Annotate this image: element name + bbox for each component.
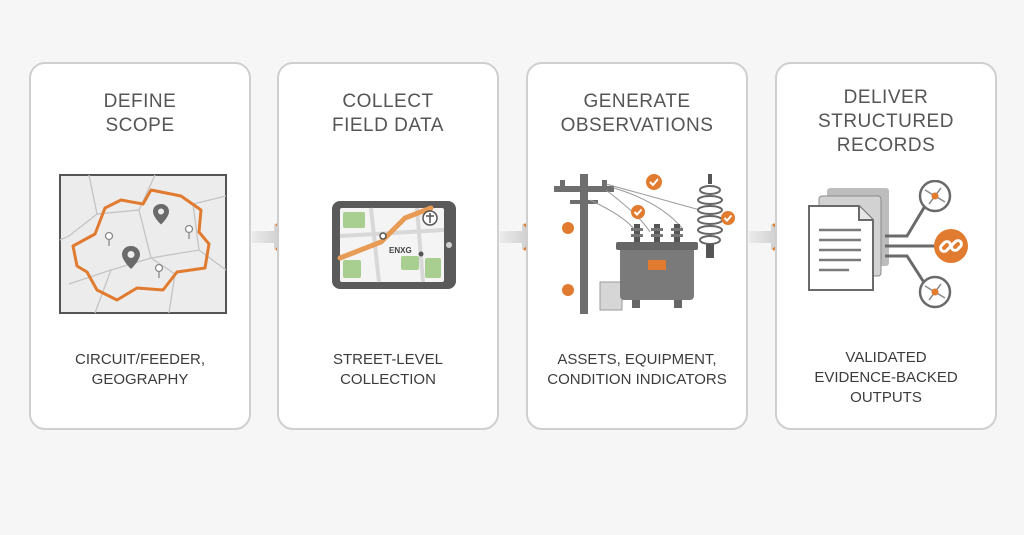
step-title: GENERATE OBSERVATIONS <box>528 90 746 138</box>
step-card-generate-observations: GENERATE OBSERVATIONS <box>526 62 748 430</box>
step-title: DEFINE SCOPE <box>31 90 249 138</box>
linked-records-icon <box>808 180 968 309</box>
step-title-line: SCOPE <box>105 115 175 136</box>
step-title-line: OBSERVATIONS <box>560 115 714 136</box>
insulator-icon <box>697 174 723 258</box>
tablet-map-label: ENXG <box>389 246 412 255</box>
step-title-line: GENERATE <box>583 91 691 112</box>
step-caption-line: ASSETS, EQUIPMENT, <box>557 351 717 368</box>
feeder-map-icon <box>59 174 227 314</box>
step-title: DELIVER STRUCTURED RECORDS <box>777 86 995 158</box>
transformer-icon <box>616 224 698 308</box>
step-title-line: DELIVER <box>843 87 929 108</box>
step-card-deliver-records: DELIVER STRUCTURED RECORDS <box>775 62 997 430</box>
step-title-line: COLLECT <box>342 91 434 112</box>
utility-assets-icon <box>554 174 735 314</box>
tablet-map-icon: ENXG <box>332 201 456 289</box>
check-badge-icon <box>631 205 645 219</box>
step-title-line: DEFINE <box>103 91 177 112</box>
step-caption: ASSETS, EQUIPMENT, CONDITION INDICATORS <box>528 350 746 390</box>
map-pin-icon <box>122 246 140 269</box>
step-caption: VALIDATED EVIDENCE-BACKED OUTPUTS <box>777 348 995 408</box>
step-caption-line: VALIDATED <box>845 349 927 366</box>
step-caption-line: COLLECTION <box>340 371 436 388</box>
check-badge-icon <box>646 174 662 190</box>
step-caption-line: GEOGRAPHY <box>91 371 189 388</box>
network-node-icon <box>918 180 952 213</box>
step-card-define-scope: DEFINE SCOPE CIRCUIT/FEEDER, <box>29 62 251 430</box>
network-node-icon <box>918 275 952 309</box>
utility-pole-icon <box>554 174 623 314</box>
step-caption-line: EVIDENCE-BACKED <box>814 369 958 386</box>
step-caption-line: CIRCUIT/FEEDER, <box>74 351 205 368</box>
step-caption: STREET-LEVEL COLLECTION <box>279 350 497 390</box>
step-caption-line: CONDITION INDICATORS <box>547 371 727 388</box>
step-caption: CIRCUIT/FEEDER, GEOGRAPHY <box>31 350 249 390</box>
step-card-collect-field-data: COLLECT FIELD DATA ENXG STREET-LEVEL COL… <box>277 62 499 430</box>
step-title-line: RECORDS <box>836 135 936 156</box>
step-caption-line: OUTPUTS <box>850 389 922 406</box>
step-title: COLLECT FIELD DATA <box>279 90 497 138</box>
step-title-line: STRUCTURED <box>818 111 954 132</box>
check-badge-icon <box>721 211 735 225</box>
map-pin-icon <box>153 204 169 225</box>
chain-link-icon <box>934 229 968 263</box>
document-stack-icon <box>808 188 889 291</box>
step-caption-line: STREET-LEVEL <box>332 351 444 368</box>
step-title-line: FIELD DATA <box>332 115 444 136</box>
